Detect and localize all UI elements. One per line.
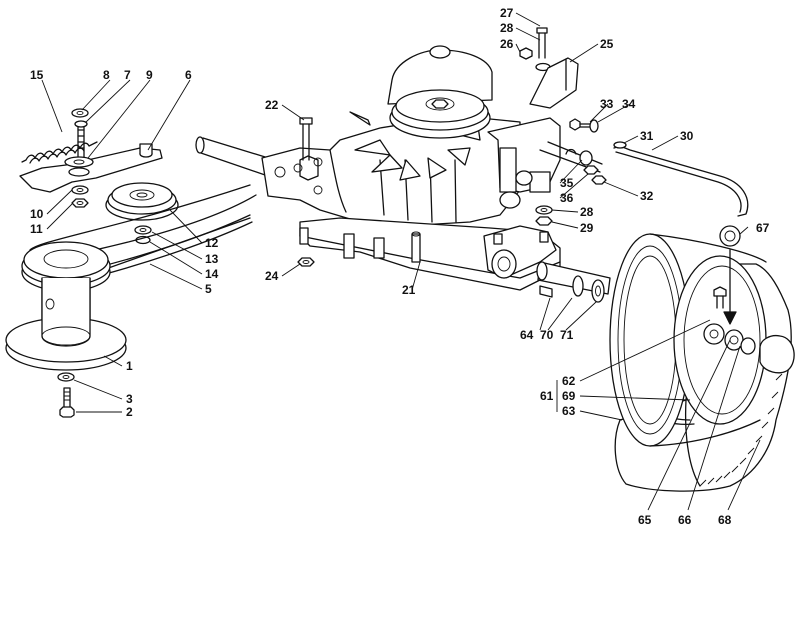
wheel-rim-62 — [609, 233, 795, 447]
valve-stem — [713, 286, 727, 309]
transmission-housing-21 — [261, 45, 603, 291]
label-6: 6 — [185, 68, 192, 82]
label-61: 61 — [540, 389, 554, 403]
nut-24 — [297, 257, 315, 267]
label-5: 5 — [205, 282, 212, 296]
part-labels: 15 8 7 9 6 10 11 12 13 14 5 1 3 2 22 24 … — [30, 6, 770, 527]
label-67: 67 — [756, 221, 770, 235]
bolt-33 — [569, 118, 591, 131]
washer-9 — [64, 156, 94, 168]
label-34: 34 — [622, 97, 636, 111]
label-33: 33 — [600, 97, 614, 111]
label-35: 35 — [560, 176, 574, 190]
nut-11 — [71, 198, 89, 208]
label-71: 71 — [560, 328, 574, 342]
washer-8 — [71, 108, 89, 118]
label-8: 8 — [103, 68, 110, 82]
label-68: 68 — [718, 513, 732, 527]
label-1: 1 — [126, 359, 133, 373]
hub-bushings — [703, 323, 756, 355]
tensioner-arm-6 — [19, 143, 163, 193]
clip-31 — [613, 141, 627, 149]
label-7: 7 — [124, 68, 131, 82]
label-36: 36 — [560, 191, 574, 205]
nut-32 — [591, 175, 607, 185]
label-64: 64 — [520, 328, 534, 342]
label-13: 13 — [205, 252, 219, 266]
drive-pulley-1 — [5, 241, 127, 371]
label-9: 9 — [146, 68, 153, 82]
axle-shaft — [195, 136, 276, 177]
label-65: 65 — [638, 513, 652, 527]
label-28-top: 28 — [500, 21, 514, 35]
label-24: 24 — [265, 269, 279, 283]
label-62: 62 — [562, 374, 576, 388]
label-69: 69 — [562, 389, 576, 403]
label-63: 63 — [562, 404, 576, 418]
clip-35 — [565, 148, 593, 166]
control-rod-30 — [613, 145, 749, 217]
bolt-22 — [299, 117, 313, 161]
label-31: 31 — [640, 129, 654, 143]
spacer-71 — [591, 279, 605, 303]
label-2: 2 — [126, 405, 133, 419]
label-11: 11 — [30, 222, 43, 236]
label-14: 14 — [205, 267, 219, 281]
washer-3 — [57, 372, 75, 382]
nut-36 — [583, 165, 599, 175]
spacer-washer — [68, 167, 90, 177]
label-29: 29 — [580, 221, 594, 235]
label-3: 3 — [126, 392, 133, 406]
leader-lines — [41, 12, 761, 511]
nut-29 — [535, 216, 553, 226]
key-64 — [539, 285, 553, 298]
label-12: 12 — [205, 236, 219, 250]
washer-70 — [572, 275, 584, 297]
label-70: 70 — [540, 328, 554, 342]
assembly-arrow — [723, 249, 737, 325]
bolt-2 — [59, 387, 75, 418]
washer-34 — [589, 119, 599, 133]
spacer-13 — [134, 225, 152, 235]
washer-28 — [535, 205, 553, 215]
bolt-27 — [536, 27, 548, 59]
label-66: 66 — [678, 513, 692, 527]
label-21: 21 — [402, 283, 416, 297]
label-28: 28 — [580, 205, 594, 219]
washer-10 — [71, 185, 89, 195]
label-25: 25 — [600, 37, 614, 51]
label-26: 26 — [500, 37, 514, 51]
label-32: 32 — [640, 189, 654, 203]
label-30: 30 — [680, 129, 694, 143]
label-15: 15 — [30, 68, 44, 82]
label-22: 22 — [265, 98, 279, 112]
label-10: 10 — [30, 207, 44, 221]
washer-67 — [719, 225, 741, 247]
bolt-7 — [74, 120, 88, 161]
idler-pulley-12 — [105, 182, 179, 221]
screw-26 — [519, 47, 533, 60]
bracket-25 — [529, 57, 579, 109]
label-27: 27 — [500, 6, 514, 20]
